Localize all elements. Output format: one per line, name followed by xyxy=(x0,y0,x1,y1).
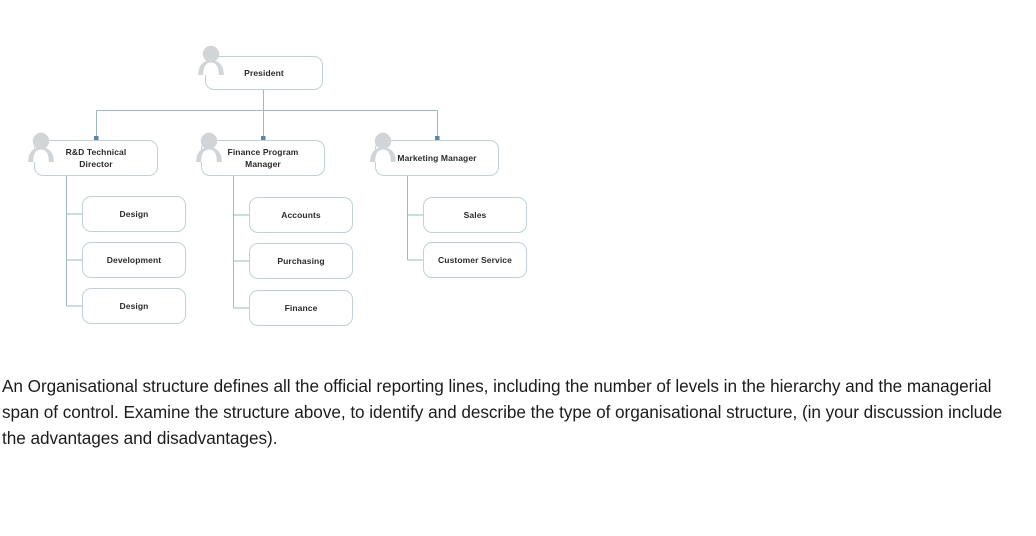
org-node-finance-program-manager[interactable]: Finance Program Manager xyxy=(201,140,325,176)
question-paragraph: An Organisational structure defines all … xyxy=(2,376,1003,449)
org-node-label: Finance xyxy=(284,302,318,313)
org-node-label: Design xyxy=(119,300,149,311)
org-node-finance[interactable]: Finance xyxy=(249,290,353,326)
org-node-development[interactable]: Development xyxy=(82,242,186,278)
org-node-label: Finance Program Manager xyxy=(227,146,299,169)
org-chart: President R&D Technical Director Finance… xyxy=(28,45,527,326)
org-node-label: Marketing Manager xyxy=(397,152,477,163)
org-node-sales[interactable]: Sales xyxy=(423,197,527,233)
org-node-marketing-manager[interactable]: Marketing Manager xyxy=(375,140,499,176)
org-node-rnd-technical-director[interactable]: R&D Technical Director xyxy=(34,140,158,176)
org-node-design-1[interactable]: Design xyxy=(82,196,186,232)
org-node-accounts[interactable]: Accounts xyxy=(249,197,353,233)
org-node-label: Sales xyxy=(463,209,487,220)
org-node-label: Purchasing xyxy=(277,255,325,266)
org-node-label: Customer Service xyxy=(438,254,512,265)
org-node-label: Accounts xyxy=(281,209,321,220)
org-node-purchasing[interactable]: Purchasing xyxy=(249,243,353,279)
org-node-label: R&D Technical Director xyxy=(65,146,127,169)
org-chart-connectors xyxy=(65,90,440,309)
org-node-president[interactable]: President xyxy=(205,56,323,90)
org-node-label: President xyxy=(244,67,284,78)
org-node-label: Development xyxy=(106,254,162,265)
org-node-design-2[interactable]: Design xyxy=(82,288,186,324)
org-node-label: Design xyxy=(119,208,149,219)
org-node-customer-service[interactable]: Customer Service xyxy=(423,242,527,278)
